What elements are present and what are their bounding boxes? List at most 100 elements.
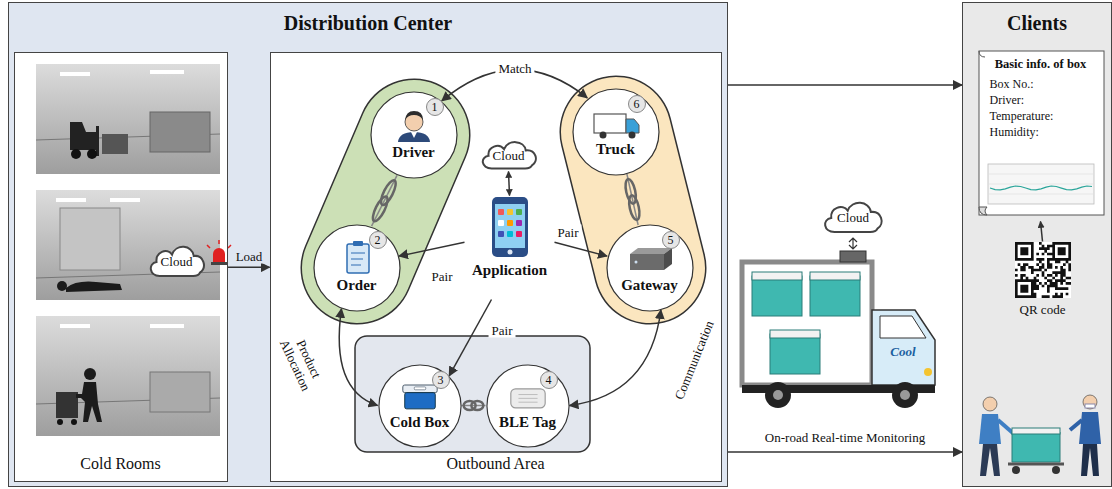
field-label: Temperature: — [990, 108, 1108, 124]
ble-tag-circle: 4BLE Tag — [486, 364, 570, 448]
circle-outline — [607, 225, 693, 311]
callout-number: 5 — [662, 231, 680, 249]
document-sheet — [979, 51, 985, 57]
panel-grounds — [962, 2, 1112, 487]
connector-arrow — [228, 267, 270, 269]
circle-outline — [313, 224, 401, 312]
node-icon — [351, 264, 361, 265]
qr-image — [1015, 242, 1071, 298]
edge-label: Load — [233, 249, 266, 264]
node-icon — [626, 119, 639, 133]
outbound-panel: Outbound Area1Driver2OrderCloudApplicati… — [270, 52, 722, 482]
cold-room-photo — [70, 122, 96, 150]
client-people — [1052, 466, 1060, 474]
phone-icon — [516, 231, 522, 237]
center-panel: Distribution CenterCold RoomsCloudOutbou… — [8, 2, 728, 487]
chain-link — [462, 401, 486, 410]
node-icon — [347, 244, 369, 273]
order-circle: 2Order — [313, 224, 401, 312]
circle-outline — [573, 89, 659, 175]
qr-code: QR code — [1008, 242, 1078, 320]
node-icon — [594, 114, 626, 133]
document-title: Basic info. of box — [995, 57, 1087, 72]
client-people — [980, 444, 1000, 476]
truck-illustration — [742, 238, 935, 408]
callout-number: 1 — [426, 98, 444, 116]
cold-box-circle: 3Cold Box — [378, 364, 462, 448]
client-people — [1008, 463, 1064, 466]
node-icon — [414, 386, 425, 389]
node-icon — [510, 388, 544, 407]
client-people — [1079, 412, 1101, 444]
phone-icon — [516, 209, 522, 215]
panel-title: Distribution Center — [284, 12, 452, 35]
cold-room-photo — [56, 198, 86, 202]
phone-icon — [507, 249, 512, 254]
cold-room-photo — [76, 382, 102, 422]
cold-room-photo — [36, 316, 220, 436]
edge-label: Pair — [489, 323, 516, 338]
cold-room-photo — [102, 134, 128, 154]
node-icon — [398, 111, 430, 142]
cold-room-photo — [84, 368, 96, 380]
truck-illustration — [810, 276, 860, 316]
info-document: Basic info. of boxBox No.:Driver:Tempera… — [974, 48, 1108, 222]
callout-number: 6 — [628, 95, 646, 113]
cloud-outline — [482, 142, 535, 168]
connector-arrow — [399, 242, 464, 256]
chain-link — [462, 405, 486, 407]
node-icon — [404, 392, 435, 408]
phone-icon — [492, 197, 528, 257]
node-icon — [402, 385, 436, 393]
document-sheet — [988, 164, 1094, 204]
application-phone: Application — [465, 196, 555, 300]
edge-label-holder: On-road Real-time Monitoring — [762, 430, 928, 445]
box-tag-band — [355, 336, 590, 452]
truck-circle: 6Truck — [572, 88, 660, 176]
node-icon — [347, 241, 369, 273]
node-icon — [518, 394, 537, 395]
phone-icon — [498, 231, 504, 237]
connector-arrow — [728, 84, 962, 86]
connector-arrow — [555, 242, 607, 256]
cold-room-photo — [57, 281, 67, 291]
cold-room-photo — [150, 372, 210, 412]
truck-illustration — [765, 382, 791, 408]
panel-title: Outbound Area — [446, 455, 544, 473]
cold-room-photo — [150, 112, 210, 152]
callout-number: 4 — [540, 371, 558, 389]
edge-label: Product Allocation — [273, 323, 331, 401]
circle-label: Gateway — [621, 277, 678, 294]
field-label: Driver: — [990, 92, 1108, 108]
phone-icon — [490, 196, 530, 258]
callout-number: 2 — [369, 231, 387, 249]
alarm-light — [211, 262, 227, 265]
qr-image — [1015, 242, 1071, 298]
phone-icon — [495, 204, 525, 248]
field-label: Humidity: — [990, 124, 1108, 140]
document-sheet — [988, 193, 1094, 194]
phone-icon — [498, 209, 504, 215]
cold-room-photo — [60, 208, 120, 270]
edge-label: Match — [495, 61, 534, 76]
connector-arrow — [570, 310, 661, 405]
circle-label: Truck — [596, 141, 635, 158]
cloud-shape: Cloud — [478, 136, 540, 172]
document-sheet — [990, 186, 1092, 190]
client-people — [1070, 420, 1082, 430]
cloud-label: Cloud — [837, 210, 869, 226]
chain-link — [624, 174, 642, 225]
client-people — [1012, 466, 1020, 474]
circle-outline — [572, 88, 660, 176]
node-icon — [518, 401, 537, 402]
node-icon — [351, 252, 365, 253]
node-icon — [351, 258, 363, 259]
circle-outline — [486, 364, 568, 446]
truck-illustration — [892, 382, 918, 408]
cold-room-photo — [57, 419, 63, 425]
phone-icon — [507, 231, 513, 237]
cold-room-photo — [36, 190, 220, 300]
edge-label: On-road Real-time Monitoring — [762, 430, 928, 445]
truck-illustration — [770, 334, 820, 374]
